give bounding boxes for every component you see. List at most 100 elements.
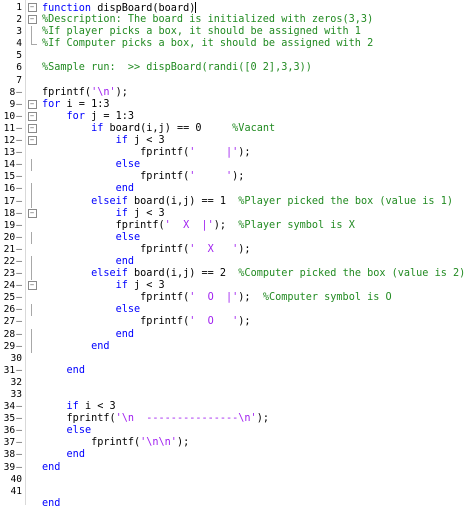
breakpoint-dash-icon[interactable]: – xyxy=(16,340,22,352)
code-line[interactable]: function dispBoard(board) xyxy=(42,2,474,14)
breakpoint-dash-icon[interactable]: – xyxy=(16,316,22,328)
code-line[interactable]: if board(i,j) == 0 %Vacant xyxy=(42,123,474,135)
breakpoint-dash-icon[interactable]: – xyxy=(16,171,22,183)
breakpoint-dash-icon[interactable]: – xyxy=(16,243,22,255)
breakpoint-dash-icon[interactable]: – xyxy=(16,86,22,98)
breakpoint-dash-icon[interactable]: – xyxy=(16,135,22,147)
line-number: 16– xyxy=(0,183,25,195)
code-line[interactable]: if j < 3 xyxy=(42,208,474,220)
minus-box-icon[interactable]: − xyxy=(27,123,37,133)
minus-box-icon[interactable]: − xyxy=(27,99,37,109)
code-line[interactable]: %Sample run: >> dispBoard(randi([0 2],3,… xyxy=(42,62,474,74)
code-line[interactable]: ​ xyxy=(42,75,474,87)
code-line[interactable]: fprintf(' X '); xyxy=(42,244,474,256)
code-line[interactable]: else xyxy=(42,159,474,171)
breakpoint-dash-icon[interactable]: – xyxy=(16,98,22,110)
line-number: 31– xyxy=(0,365,25,377)
code-line[interactable]: for i = 1:3 xyxy=(42,99,474,111)
code-line[interactable]: fprintf('\n ---------------\n'); xyxy=(42,413,474,425)
code-line[interactable]: else xyxy=(42,425,474,437)
code-line[interactable]: if j < 3 xyxy=(42,135,474,147)
code-line[interactable]: if j < 3 xyxy=(42,280,474,292)
fold-toggle-icon[interactable]: − xyxy=(26,2,38,14)
code-token: j < 3 xyxy=(127,135,165,147)
breakpoint-dash-icon[interactable]: – xyxy=(16,159,22,171)
code-line[interactable]: elseif board(i,j) == 2 %Computer picked … xyxy=(42,268,474,280)
code-line[interactable]: ​ xyxy=(42,474,474,486)
breakpoint-dash-icon[interactable]: – xyxy=(16,425,22,437)
code-line[interactable]: ​ xyxy=(42,389,474,401)
breakpoint-dash-icon[interactable]: – xyxy=(16,461,22,473)
breakpoint-dash-icon[interactable]: – xyxy=(16,401,22,413)
code-line[interactable]: %If player picks a box, it should be ass… xyxy=(42,26,474,38)
minus-box-icon[interactable]: − xyxy=(27,281,37,291)
breakpoint-dash-icon[interactable]: – xyxy=(16,437,22,449)
code-line[interactable]: end xyxy=(42,183,474,195)
code-token xyxy=(42,232,116,243)
code-line[interactable]: fprintf(' O '); xyxy=(42,316,474,328)
breakpoint-dash-icon[interactable]: – xyxy=(16,304,22,316)
code-token xyxy=(42,208,116,219)
code-line[interactable]: %If Computer picks a box, it should be a… xyxy=(42,38,474,50)
code-line[interactable]: end xyxy=(42,256,474,268)
empty-marker xyxy=(26,62,38,74)
code-line[interactable]: end xyxy=(42,341,474,353)
code-line[interactable]: for j = 1:3 xyxy=(42,111,474,123)
breakpoint-dash-icon[interactable]: – xyxy=(16,255,22,267)
code-line[interactable]: %Description: The board is initialized w… xyxy=(42,14,474,26)
code-line[interactable]: end xyxy=(42,449,474,461)
breakpoint-dash-icon[interactable]: – xyxy=(16,122,22,134)
breakpoint-dash-icon[interactable]: – xyxy=(16,110,22,122)
code-line[interactable]: fprintf('\n'); xyxy=(42,87,474,99)
code-line[interactable]: else xyxy=(42,304,474,316)
breakpoint-dash-icon[interactable]: – xyxy=(16,231,22,243)
breakpoint-dash-icon[interactable]: – xyxy=(16,195,22,207)
breakpoint-dash-icon[interactable]: – xyxy=(16,449,22,461)
breakpoint-dash-icon[interactable]: – xyxy=(16,219,22,231)
code-line[interactable]: end xyxy=(42,329,474,341)
minus-box-icon[interactable]: − xyxy=(27,111,37,121)
minus-box-icon[interactable]: − xyxy=(27,3,37,12)
code-line[interactable]: ​ xyxy=(42,486,474,498)
breakpoint-dash-icon[interactable]: – xyxy=(16,328,22,340)
code-line[interactable]: if i < 3 xyxy=(42,401,474,413)
fold-toggle-icon[interactable]: − xyxy=(26,208,38,220)
fold-toggle-icon[interactable]: − xyxy=(26,123,38,135)
code-line[interactable]: else xyxy=(42,232,474,244)
breakpoint-dash-icon[interactable]: – xyxy=(16,292,22,304)
line-marker-icon xyxy=(26,292,38,304)
fold-toggle-icon[interactable]: − xyxy=(26,99,38,111)
code-line[interactable]: fprintf(' |'); xyxy=(42,147,474,159)
code-token: board(i,j) == 0 xyxy=(103,122,233,134)
breakpoint-dash-icon[interactable]: – xyxy=(16,413,22,425)
fold-toggle-icon[interactable]: − xyxy=(26,14,38,26)
code-area[interactable]: function dispBoard(board)%Description: T… xyxy=(38,0,474,509)
code-line[interactable]: end xyxy=(42,365,474,377)
code-line[interactable]: fprintf(' X |'); %Player symbol is X xyxy=(42,220,474,232)
line-number: 23– xyxy=(0,268,25,280)
code-line[interactable]: fprintf(' '); xyxy=(42,171,474,183)
line-number-text: 36 xyxy=(3,425,16,437)
breakpoint-dash-icon[interactable]: – xyxy=(16,280,22,292)
code-line[interactable]: elseif board(i,j) == 1 %Player picked th… xyxy=(42,196,474,208)
fold-toggle-icon[interactable]: − xyxy=(26,280,38,292)
fold-toggle-icon[interactable]: − xyxy=(26,111,38,123)
code-line[interactable]: ​ xyxy=(42,377,474,389)
code-line[interactable]: end xyxy=(42,498,474,510)
breakpoint-dash-icon[interactable]: – xyxy=(16,183,22,195)
code-line[interactable]: fprintf(' O |'); %Computer symbol is O xyxy=(42,292,474,304)
line-marker-icon xyxy=(26,462,38,474)
minus-box-icon[interactable]: − xyxy=(27,208,37,218)
fold-toggle-icon[interactable]: − xyxy=(26,135,38,147)
breakpoint-dash-icon[interactable]: – xyxy=(16,364,22,376)
code-line[interactable]: ​ xyxy=(42,50,474,62)
code-line[interactable]: fprintf('\n\n'); xyxy=(42,437,474,449)
breakpoint-dash-icon[interactable]: – xyxy=(16,147,22,159)
minus-box-icon[interactable]: − xyxy=(27,15,37,25)
breakpoint-dash-icon[interactable]: – xyxy=(16,268,22,280)
code-line[interactable]: ​ xyxy=(42,353,474,365)
minus-box-icon[interactable]: − xyxy=(27,136,37,146)
code-line[interactable]: end xyxy=(42,462,474,474)
breakpoint-dash-icon[interactable]: – xyxy=(16,207,22,219)
